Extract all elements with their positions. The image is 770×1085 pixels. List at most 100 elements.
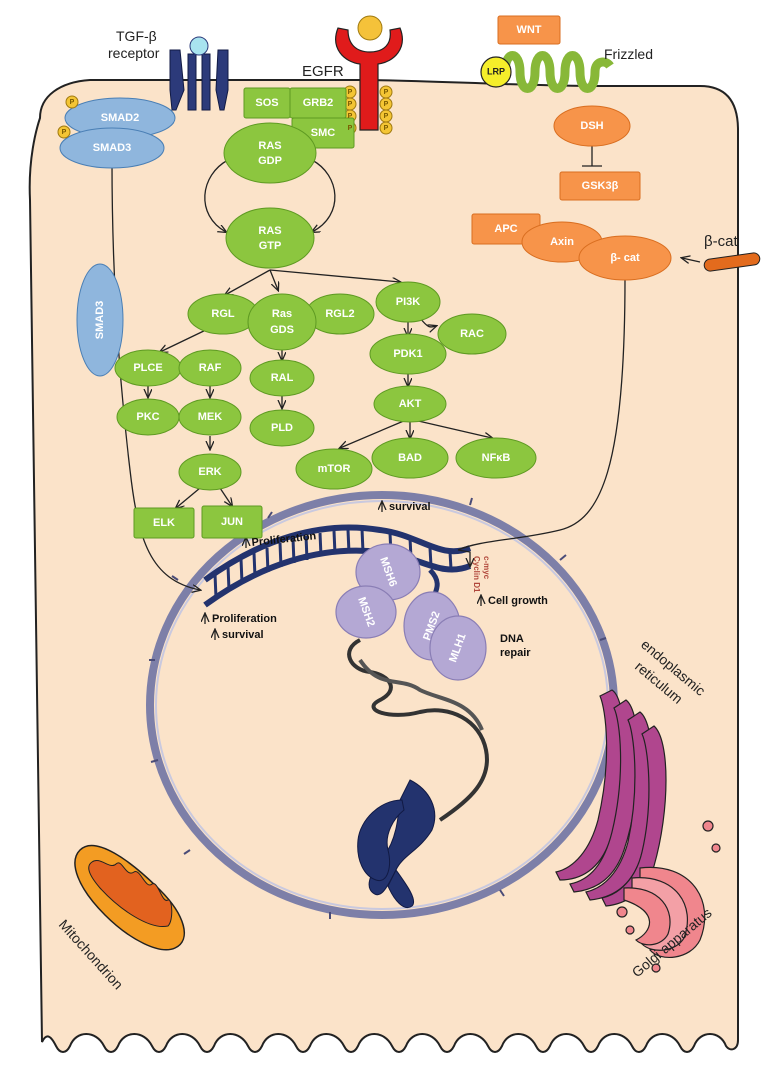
node-elk-label: ELK [153,517,175,529]
node-gsk3b-label: GSK3β [582,180,619,192]
node-pi3k-label: PI3K [396,296,421,308]
pathway-edges [111,146,701,640]
node-dsh-label: DSH [580,120,603,132]
node-apc-label: APC [494,223,517,235]
node-ras-gds-label-2: GDS [270,324,294,336]
node-beta-cat-label: β- cat [610,252,640,264]
cell-growth-label: Cell growth [488,595,548,607]
node-sos-label: SOS [255,97,278,109]
chromosome [357,779,436,908]
phospho-labels: P P P P P P P P P P [62,89,389,136]
mmr-complex: MSH6 MSH2 PMS2 MLH1 [335,543,487,681]
cmyc-label: c-myc [482,556,491,580]
beta-cat-transmembrane [703,252,761,272]
node-elk [133,507,195,539]
node-ral [249,359,315,397]
survival-bottom-label: survival [222,629,264,641]
node-msh2 [335,585,397,639]
survival-top-label: survival [389,501,431,513]
node-ras-gtp-label-2: GTP [259,240,282,252]
node-jun-label: JUN [221,516,243,528]
svg-text:P: P [348,101,353,108]
node-smad3-top-label: SMAD3 [93,142,132,154]
ras-pathway-nodes: SOS GRB2 SMC RAS GDP RAS GTP RGL RGL2 Ra… [114,87,537,539]
beta-cat-outside-label: β-cat [704,233,738,250]
dna-repair-label-2: repair [500,647,531,659]
node-lrp-label: LRP [487,66,505,76]
node-axin-label: Axin [550,236,574,248]
node-smad3-top [59,127,165,169]
svg-text:P: P [62,129,67,136]
tgf-beta-receptor [169,36,229,111]
node-beta-cat [578,235,672,281]
node-ras-gds-label-1: Ras [272,308,292,320]
svg-text:P: P [384,125,389,132]
node-ras-gdp-label-2: GDP [258,155,282,167]
node-gsk3b [559,171,641,201]
node-nfkb [455,437,537,479]
endoplasmic-reticulum [555,689,667,907]
node-rac-label: RAC [460,328,484,340]
frizzled-receptor [500,51,614,93]
svg-text:P: P [348,89,353,96]
proliferation-bottom-label: Proliferation [212,613,277,625]
node-erk-label: ERK [198,466,221,478]
node-pld-label: PLD [271,422,293,434]
tgf-receptor-label-2: receptor [108,45,160,61]
egfr-receptor [335,15,403,131]
golgi-apparatus [616,820,721,973]
node-smc-label: SMC [311,127,336,139]
egfr-label: EGFR [302,63,344,80]
svg-text:P: P [348,113,353,120]
node-akt-label: AKT [399,398,422,410]
node-wnt-label: WNT [516,24,541,36]
svg-text:P: P [384,89,389,96]
node-jun [201,505,263,539]
svg-text:P: P [70,99,75,106]
node-mek-label: MEK [198,411,223,423]
node-erk [178,453,242,491]
node-ras-gdp-label-1: RAS [258,140,281,152]
node-pkc-label: PKC [136,411,159,423]
node-nfkb-label: NFκB [482,452,511,464]
node-pdk1 [369,333,447,375]
cyclin-label: Cyclin D1 [472,556,481,593]
node-mtor-label: mTOR [318,463,351,475]
node-smad3-side-label: SMAD3 [94,301,106,340]
mitochondrion [74,844,185,951]
frizzled-label: Frizzled [604,46,653,62]
wnt-pathway-nodes: WNT DSH GSK3β APC Axin β- cat [471,15,761,281]
node-dsh [553,105,631,147]
node-wnt [497,15,561,45]
node-rgl2-label: RGL2 [325,308,354,320]
node-pi3k [375,281,441,323]
node-grb2-label: GRB2 [303,97,334,109]
node-mlh1 [429,615,487,681]
node-raf-label: RAF [199,362,222,374]
node-ras-gtp-label-1: RAS [258,225,281,237]
node-plce-label: PLCE [133,362,162,374]
node-smad2-label: SMAD2 [101,112,140,124]
svg-text:P: P [384,101,389,108]
node-ras-gtp [225,207,315,269]
tgf-receptor-label-1: TGF-β [116,28,157,44]
node-mek [178,398,242,436]
node-pld [249,409,315,447]
node-bad [371,437,449,479]
node-rgl-label: RGL [211,308,235,320]
node-mtor [295,448,373,490]
dna-repair-label-1: DNA [500,633,524,645]
node-lrp [480,56,512,88]
node-pdk1-label: PDK1 [393,348,422,360]
svg-text:P: P [348,125,353,132]
svg-text:P: P [384,113,389,120]
nuclear-pores [149,497,607,919]
node-ras-gdp [223,122,317,184]
node-akt [373,385,447,423]
node-bad-label: BAD [398,452,422,464]
smad-nodes: SMAD2 SMAD3 SMAD3 [57,95,176,377]
node-ral-label: RAL [271,372,294,384]
node-rac [437,313,507,355]
node-smad3-side [76,263,124,377]
